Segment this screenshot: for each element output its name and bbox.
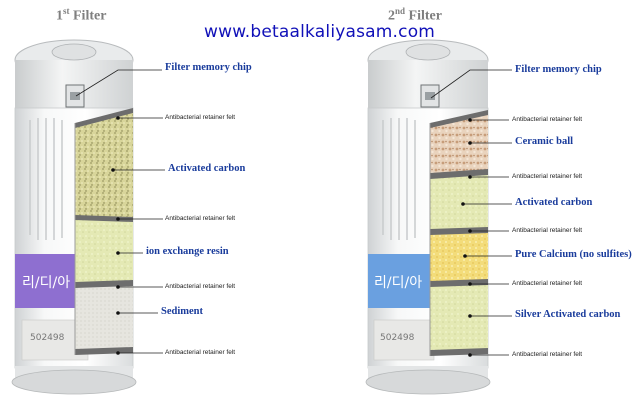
filter2-label-ceramic: Ceramic ball (515, 136, 573, 147)
filter2-label-silver: Silver Activated carbon (515, 309, 620, 320)
filter2-silver-carbon-layer (430, 282, 488, 354)
filter2-serial: 502498 (380, 333, 415, 343)
filter2-calcium-layer (430, 230, 488, 284)
filter2-label-felt-2: Antibacterial retainer felt (512, 173, 582, 180)
filter1-label-sediment: Sediment (161, 306, 203, 317)
filter1-band-text: 리/디/아 (22, 275, 70, 291)
filter1-cartridge: 리/디/아 502498 (12, 40, 136, 394)
filter1-label-felt-3: Antibacterial retainer felt (165, 283, 235, 290)
filter2-label-felt-4: Antibacterial retainer felt (512, 280, 582, 287)
filter2-carbon-layer (430, 172, 488, 232)
filter1-activated-carbon-layer (75, 110, 133, 220)
filter2-label-felt-1: Antibacterial retainer felt (512, 116, 582, 123)
filter2-label-carbon: Activated carbon (515, 197, 592, 208)
filter1-label-chip: Filter memory chip (165, 62, 252, 73)
filter1-label-carbon: Activated carbon (168, 163, 245, 174)
filter2-label-felt-5: Antibacterial retainer felt (512, 351, 582, 358)
filter1-resin-layer (75, 218, 133, 285)
filter1-serial: 502498 (30, 333, 65, 343)
filter1-label-resin: ion exchange resin (146, 246, 229, 257)
filter2-label-calcium: Pure Calcium (no sulfites) (515, 249, 632, 260)
filter1-label-felt-2: Antibacterial retainer felt (165, 215, 235, 222)
filter1-label-felt-1: Antibacterial retainer felt (165, 114, 235, 121)
filter2-band-text: 리/디/아 (374, 275, 422, 291)
filter2-label-chip: Filter memory chip (515, 64, 602, 75)
filter1-sediment-layer (75, 283, 133, 352)
filter1-label-felt-4: Antibacterial retainer felt (165, 349, 235, 356)
filter2-label-felt-3: Antibacterial retainer felt (512, 227, 582, 234)
filter2-cartridge: 리/디/아 502498 (366, 40, 490, 394)
